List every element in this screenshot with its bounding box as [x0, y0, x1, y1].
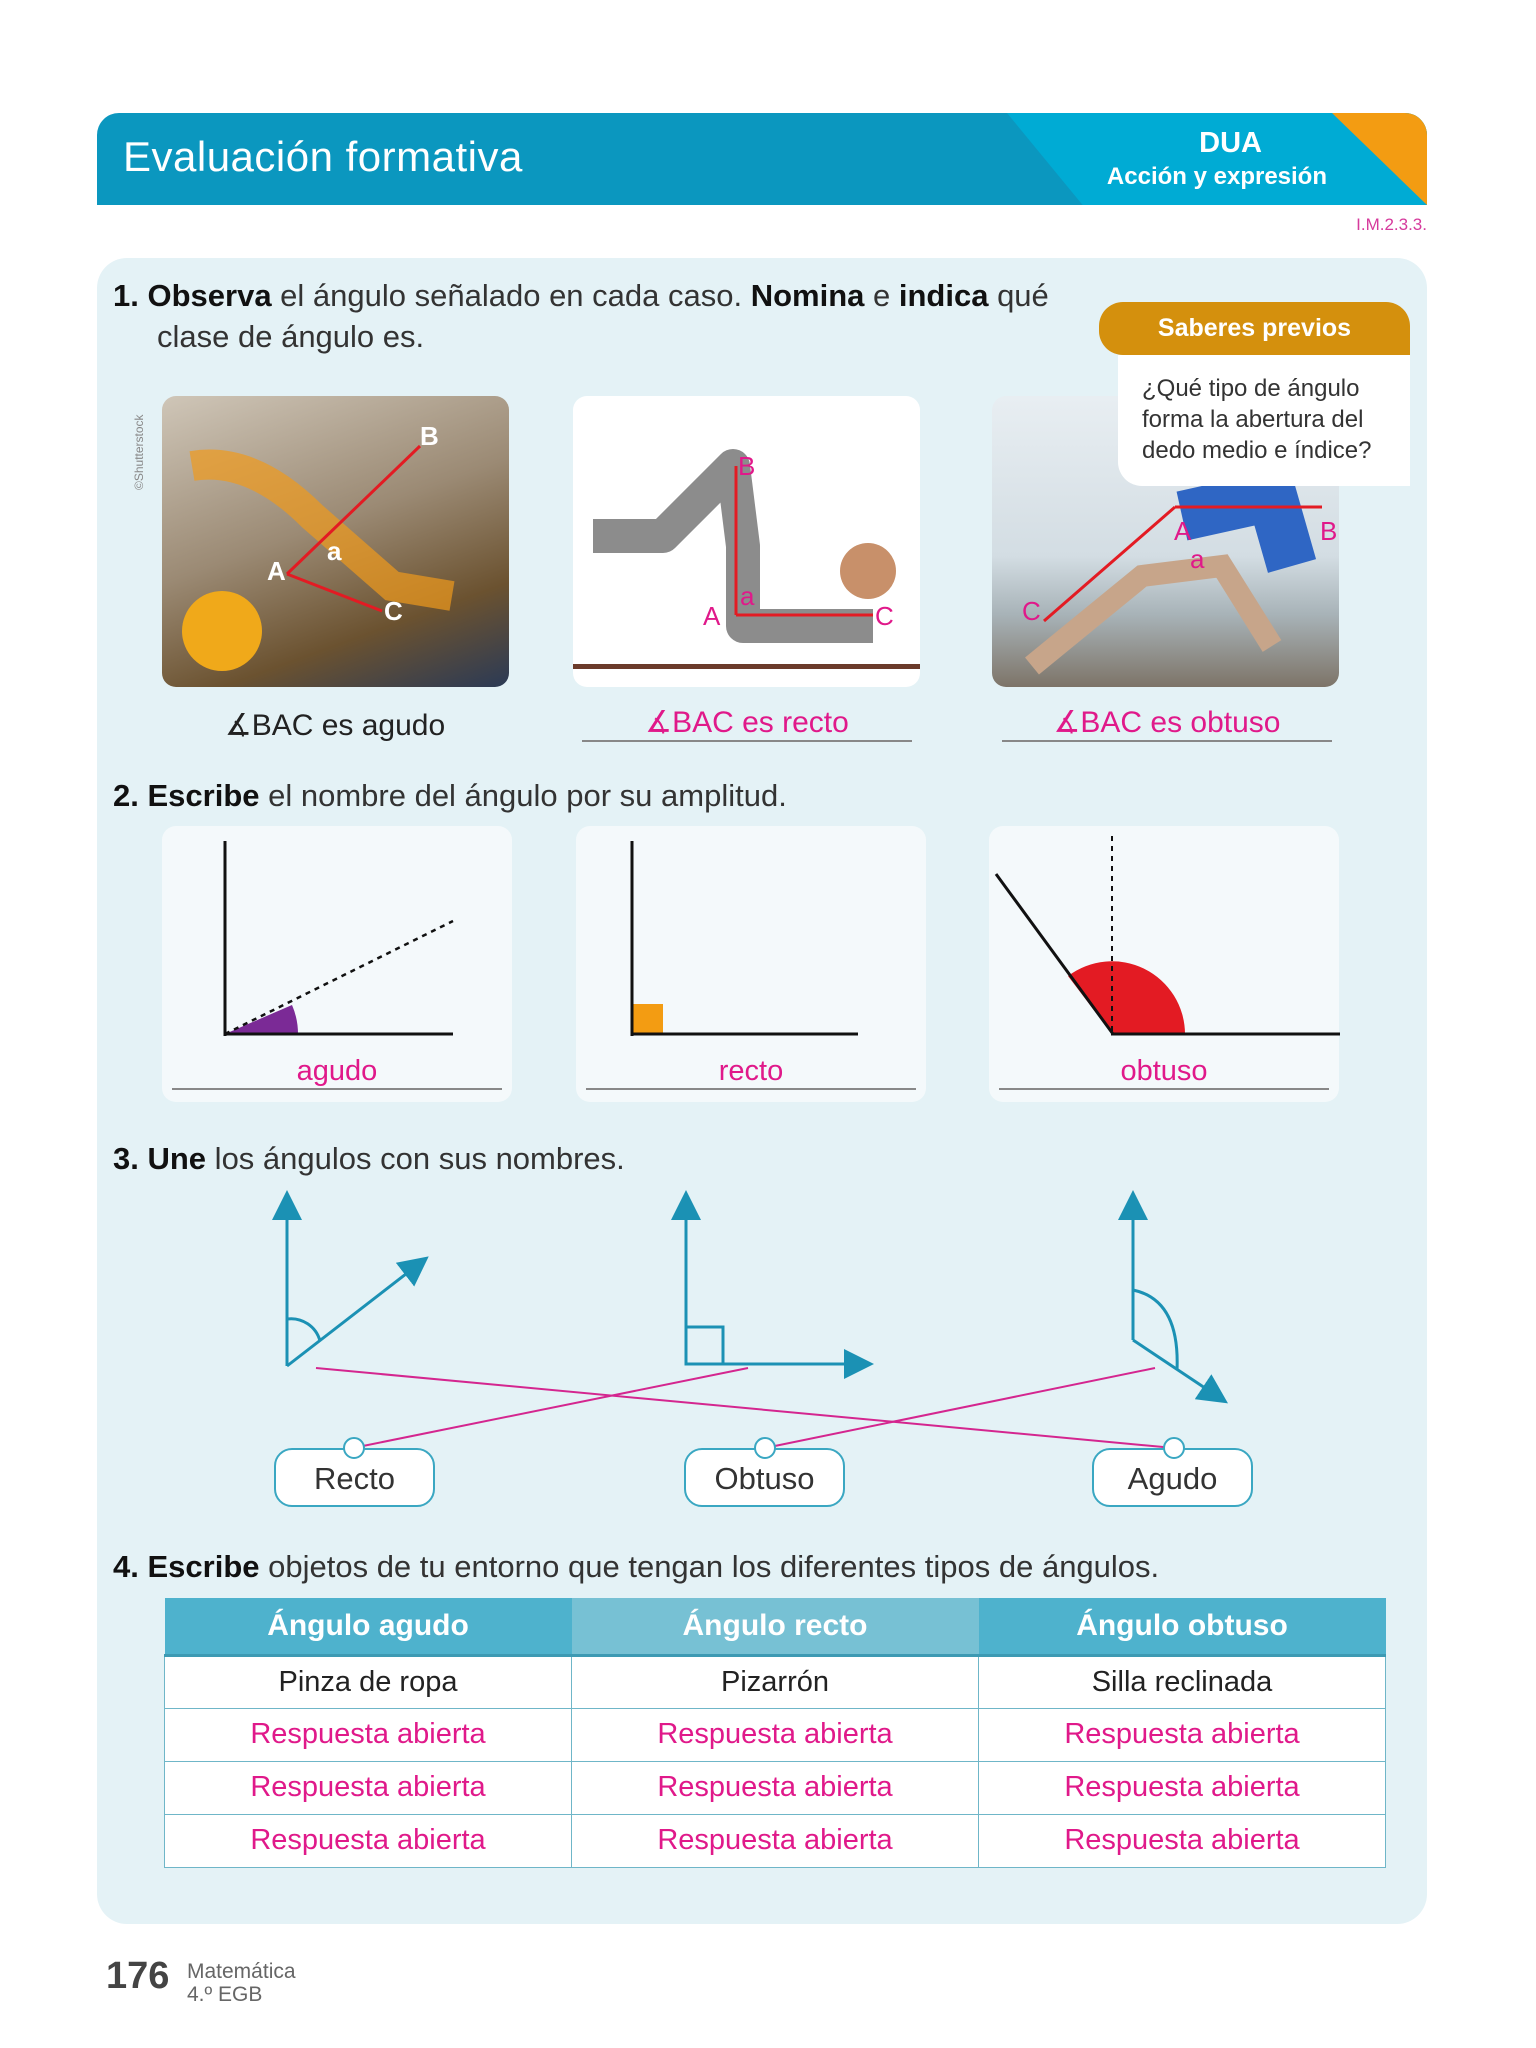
angle-a-label: a	[1190, 544, 1205, 574]
q3-number: 3.	[113, 1141, 139, 1176]
right-angle-square	[632, 1004, 663, 1034]
table-cell: Pizarrón	[571, 1654, 979, 1709]
caption-acute: ∡BAC es agudo	[224, 709, 446, 742]
obtuse-angle-diagram: obtuso	[989, 826, 1340, 1102]
point-b-label: B	[420, 421, 439, 451]
right-angle-drawing	[630, 841, 858, 1036]
table-cell: Silla reclinada	[978, 1654, 1386, 1709]
photo-right: B A a C	[573, 396, 920, 687]
header-right: Ángulo recto	[571, 1598, 979, 1657]
q1-bold-nomina: Nomina	[750, 278, 865, 313]
caption-right: ∡BAC es recto	[582, 705, 912, 742]
point-a-label: A	[703, 601, 721, 631]
right-angle-figure	[671, 1190, 874, 1379]
point-c-label: C	[875, 601, 894, 631]
answer-obtuse: obtuso	[999, 1054, 1329, 1090]
point-b-label: B	[1320, 516, 1338, 546]
acute-angle-sector	[225, 1005, 298, 1034]
q2-number: 2.	[113, 778, 139, 813]
match-line-obtuse-obtuso	[764, 1367, 1156, 1449]
section-title: Evaluación formativa	[123, 133, 523, 180]
q3-text: los ángulos con sus nombres.	[206, 1141, 625, 1176]
connector-dot	[343, 1437, 365, 1459]
section-header: Evaluación formativa DUA Acción y expres…	[97, 113, 1427, 205]
header-obtuse: Ángulo obtuso	[978, 1598, 1386, 1657]
obtuse-angle-drawing	[994, 836, 1340, 1036]
connector-dot	[754, 1437, 776, 1459]
table-cell[interactable]: Respuesta abierta	[571, 1813, 979, 1868]
q1-text: qué	[988, 278, 1049, 313]
q1-number: 1.	[113, 278, 139, 313]
obtuse-angle-overlay	[1025, 466, 1322, 675]
footer-subject: Matemática 4.º EGB	[187, 1960, 296, 2006]
q1-text: e	[864, 278, 899, 313]
table-cell[interactable]: Respuesta abierta	[164, 1813, 572, 1868]
match-line-right-recto	[352, 1367, 749, 1449]
angle-objects-table: Ángulo agudo Ángulo recto Ángulo obtuso …	[164, 1598, 1386, 1868]
point-a-label: A	[267, 556, 286, 586]
saberes-previos-text: ¿Qué tipo de ángulo forma la abertura de…	[1118, 355, 1410, 486]
angle-a-label: a	[740, 581, 755, 611]
q3-instruction: 3. Une los ángulos con sus nombres.	[113, 1138, 625, 1179]
acute-angle-figure	[272, 1190, 429, 1368]
dua-label: DUA	[1199, 127, 1262, 159]
q2-instruction: 2. Escribe el nombre del ángulo por su a…	[113, 775, 787, 816]
q4-instruction: 4. Escribe objetos de tu entorno que ten…	[113, 1546, 1159, 1587]
answer-right: recto	[586, 1054, 916, 1090]
table-cell[interactable]: Respuesta abierta	[164, 1760, 572, 1815]
page-number: 176	[106, 1955, 170, 1997]
q1-instruction: 1. Observa el ángulo señalado en cada ca…	[113, 275, 1073, 357]
q4-bold: Escribe	[147, 1549, 260, 1584]
point-a-label: A	[1174, 516, 1192, 546]
q3-bold: Une	[147, 1141, 207, 1176]
caption-obtuse: ∡BAC es obtuso	[1002, 705, 1332, 742]
q1-bold-indica: indica	[898, 278, 989, 313]
option-recto[interactable]: Recto	[274, 1448, 435, 1507]
table-cell[interactable]: Respuesta abierta	[571, 1707, 979, 1762]
connector-dot	[1163, 1437, 1185, 1459]
indicator-code: I.M.2.3.3.	[1356, 215, 1427, 234]
table-cell: Pinza de ropa	[164, 1654, 572, 1709]
right-angle-diagram: recto	[576, 826, 926, 1102]
match-line-acute-agudo	[315, 1367, 1175, 1449]
right-angle-overlay	[573, 449, 920, 669]
q1-bold-observa: Observa	[147, 278, 272, 313]
answer-acute: agudo	[172, 1054, 502, 1090]
angle-a-label: a	[327, 536, 342, 566]
q2-text: el nombre del ángulo por su amplitud.	[259, 778, 787, 813]
q1-text: el ángulo señalado en cada caso.	[271, 278, 751, 313]
q1-text-line2: clase de ángulo es.	[157, 319, 425, 354]
table-header-row: Ángulo agudo Ángulo recto Ángulo obtuso	[164, 1598, 1386, 1657]
table-cell[interactable]: Respuesta abierta	[978, 1760, 1386, 1815]
point-c-label: C	[1022, 596, 1041, 626]
saberes-previos-title: Saberes previos	[1099, 302, 1410, 355]
q2-bold: Escribe	[147, 778, 260, 813]
q4-number: 4.	[113, 1549, 139, 1584]
table-cell[interactable]: Respuesta abierta	[164, 1707, 572, 1762]
obtuse-angle-figure	[1118, 1190, 1228, 1404]
table-cell[interactable]: Respuesta abierta	[978, 1813, 1386, 1868]
point-b-label: B	[738, 451, 756, 481]
acute-angle-overlay	[182, 444, 455, 671]
point-c-label: C	[384, 596, 403, 626]
dua-subtitle: Acción y expresión	[1106, 163, 1327, 190]
acute-angle-drawing	[223, 841, 454, 1036]
photo-acute: B A a C	[162, 396, 509, 687]
grade-label: 4.º EGB	[187, 1983, 263, 2006]
q4-text: objetos de tu entorno que tengan los dif…	[259, 1549, 1160, 1584]
table-cell[interactable]: Respuesta abierta	[978, 1707, 1386, 1762]
subject-label: Matemática	[187, 1960, 296, 1983]
table-cell[interactable]: Respuesta abierta	[571, 1760, 979, 1815]
header-acute: Ángulo agudo	[164, 1598, 572, 1657]
acute-angle-diagram: agudo	[162, 826, 512, 1102]
obtuse-angle-sector	[1068, 961, 1185, 1034]
